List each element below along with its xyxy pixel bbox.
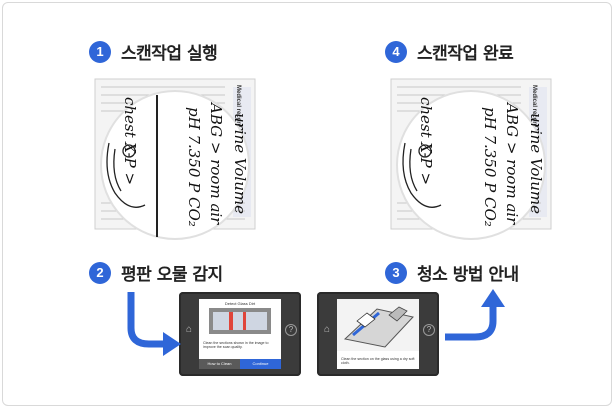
step-1: 1 스캔작업 실행 (89, 39, 218, 64)
handwriting-line: chest X-P > (121, 97, 139, 185)
arrow-curve-down-right-icon (127, 292, 181, 356)
panel-screen: Detect Glass Dirt Clean the sections sho… (199, 299, 281, 369)
handwriting-line: pH 7.350 P CO₂ (481, 107, 499, 227)
home-icon[interactable]: ⌂ (323, 324, 331, 335)
printer-control-panel-dirty: ⌂ Detect Glass Dirt Clean the sections s… (179, 292, 301, 376)
dialog-message: Clean the sections shown in the image to… (203, 341, 269, 350)
step-label: 청소 방법 안내 (417, 265, 519, 285)
step-number-badge: 3 (385, 261, 407, 284)
magnifier-lens (396, 90, 546, 240)
handwriting-line: ABG > room air (503, 101, 521, 225)
handwriting-line: ABG > room air (207, 101, 225, 225)
arrow-curve-up-right-icon (445, 289, 505, 341)
step-label: 스캔작업 완료 (417, 44, 514, 64)
cleaning-diagram (337, 299, 419, 351)
scanned-document-clean: Medical record urine Volume ABG > room a… (390, 78, 552, 240)
magnifier-lens (100, 90, 250, 240)
illustration-frame: 1 스캔작업 실행 4 스캔작업 완료 2 평판 오물 감지 3 청소 방법 안… (2, 2, 612, 406)
home-icon[interactable]: ⌂ (185, 324, 193, 335)
step-number-badge: 1 (89, 40, 111, 63)
step-label: 스캔작업 실행 (121, 44, 218, 64)
printer-control-panel-guide: ⌂ Clean the section on the glass using a… (317, 292, 439, 376)
continue-button[interactable]: Continue (240, 359, 281, 369)
handwriting-line: urine Volume (527, 113, 545, 214)
step-number-badge: 4 (385, 40, 407, 63)
document-header-title: Medical record (235, 85, 241, 128)
step-2: 2 평판 오물 감지 (89, 260, 223, 285)
how-to-clean-button[interactable]: How to Clean (199, 359, 240, 369)
panel-screen: Clean the section on the glass using a d… (337, 299, 419, 369)
handwriting-line: pH 7.350 P CO₂ (185, 107, 203, 227)
step-label: 평판 오물 감지 (121, 265, 223, 285)
step-4: 4 스캔작업 완료 (385, 39, 514, 64)
handwriting-line: urine Volume (231, 113, 249, 214)
guide-message: Clean the section on the glass using a d… (341, 357, 415, 366)
glass-dirt-diagram (209, 308, 271, 334)
stethoscope-sketch (402, 142, 442, 208)
document-header-title: Medical record (531, 85, 537, 128)
step-number-badge: 2 (89, 261, 111, 284)
help-icon[interactable]: ? (423, 324, 435, 336)
step-3: 3 청소 방법 안내 (385, 260, 519, 285)
scanned-document-dirty: Medical record urine Volume ABG > room a… (94, 78, 256, 240)
handwriting-line: chest X-P > (417, 97, 435, 185)
help-icon[interactable]: ? (285, 324, 297, 336)
dialog-title: Detect Glass Dirt (224, 301, 256, 306)
stethoscope-sketch (106, 142, 146, 208)
